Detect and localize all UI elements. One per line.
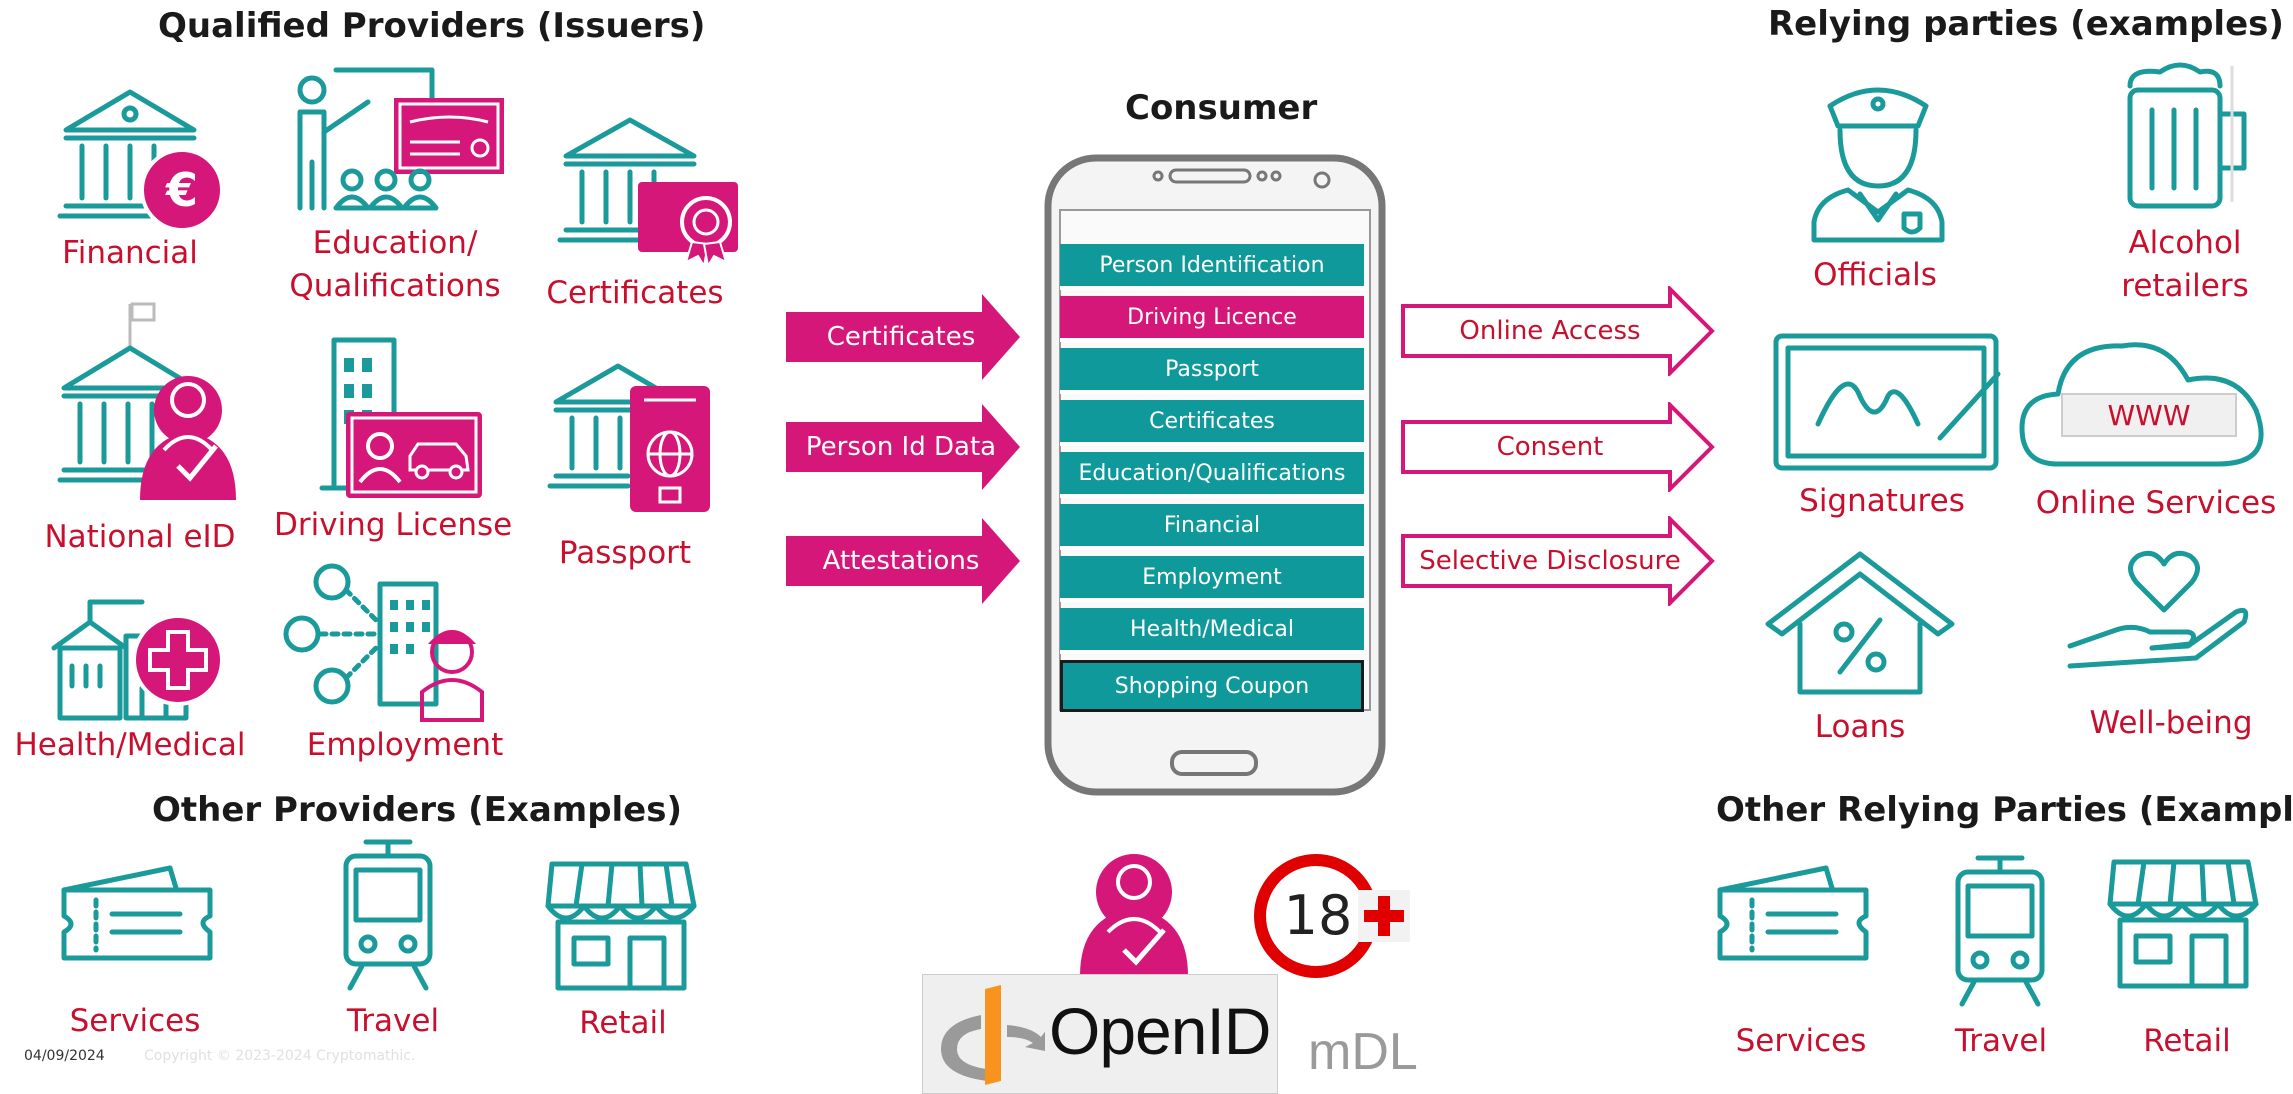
openid-text: OpenID	[1049, 994, 1271, 1068]
signature-pad-icon	[1773, 333, 2001, 471]
consent-label: Consent	[1496, 432, 1604, 462]
certificates-input-arrow: Certificates	[786, 294, 1020, 380]
certificates-label: Certificates	[546, 275, 724, 311]
relying-train-icon	[1955, 855, 2045, 1007]
national-eid-label: National eID	[44, 519, 236, 555]
openid-mark-icon	[941, 985, 1045, 1085]
phone-item-education[interactable]: Education/Qualifications	[1060, 452, 1364, 498]
phone-item-person-identification[interactable]: Person Identification	[1060, 244, 1364, 290]
ticket-icon	[61, 865, 213, 961]
teacher-board-icon	[297, 67, 504, 211]
consent-output-arrow: Consent	[1400, 402, 1716, 492]
phone-item-employment[interactable]: Employment	[1060, 556, 1364, 602]
alcohol-label: Alcohol retailers	[2121, 225, 2249, 305]
attestations-input-arrow: Attestations	[786, 518, 1020, 604]
phone-item-passport[interactable]: Passport	[1060, 348, 1364, 394]
bank-euro-icon: €	[57, 89, 224, 232]
openid-logo: OpenID	[922, 974, 1278, 1094]
online-services-label: Online Services	[2035, 485, 2277, 521]
mdl-label: mDL	[1308, 1023, 1418, 1081]
footer-copyright: Copyright © 2023-2024 Cryptomathic.	[144, 1048, 416, 1064]
building-licence-icon	[319, 337, 482, 498]
bank-eid-icon	[57, 302, 236, 500]
other-relying-heading: Other Relying Parties (Examples)	[1716, 790, 2293, 830]
loans-label: Loans	[1814, 709, 1906, 745]
driving-license-label: Driving License	[274, 507, 513, 543]
issuers-heading: Qualified Providers (Issuers)	[158, 6, 706, 46]
relying-parties-heading: Relying parties (examples)	[1768, 4, 2284, 44]
bank-certificate-icon	[557, 117, 738, 269]
relying-retail-label: Retail	[2143, 1023, 2231, 1059]
beer-mug-icon	[2127, 62, 2247, 209]
passport-label: Passport	[558, 535, 692, 571]
house-loan-icon	[1765, 551, 1955, 695]
selective-disclosure-label: Selective Disclosure	[1419, 546, 1681, 576]
relying-ticket-icon	[1717, 865, 1869, 961]
phone-item-health[interactable]: Health/Medical	[1060, 608, 1364, 654]
employment-label: Employment	[306, 727, 504, 763]
person-check-icon	[1080, 854, 1188, 976]
other-travel-label: Travel	[346, 1003, 440, 1039]
employment-network-icon	[283, 563, 484, 722]
www-label: WWW	[2107, 398, 2191, 432]
education-label: Education/ Qualifications	[289, 225, 501, 305]
person-id-input-arrow: Person Id Data	[786, 404, 1020, 490]
footer-date: 04/09/2024	[24, 1048, 105, 1064]
age-18-plus-icon	[1254, 854, 1410, 978]
train-icon	[343, 839, 433, 991]
certificates-input-label: Certificates	[826, 322, 976, 352]
person-id-input-label: Person Id Data	[805, 432, 997, 462]
hospital-cross-icon	[51, 599, 224, 721]
hand-heart-icon	[2067, 550, 2249, 669]
attestations-input-label: Attestations	[822, 546, 980, 576]
consumer-heading: Consumer	[1125, 88, 1318, 128]
phone-item-shopping-coupon[interactable]: Shopping Coupon	[1060, 660, 1364, 712]
online-access-output-arrow: Online Access	[1400, 286, 1716, 376]
other-retail-label: Retail	[579, 1005, 667, 1041]
phone-item-certificates[interactable]: Certificates	[1060, 400, 1364, 446]
signatures-label: Signatures	[1799, 483, 1965, 519]
phone-item-driving-licence[interactable]: Driving Licence	[1060, 296, 1364, 342]
relying-services-label: Services	[1735, 1023, 1867, 1059]
police-officer-icon	[1811, 87, 1945, 243]
phone-item-financial[interactable]: Financial	[1060, 504, 1364, 550]
selective-disclosure-output-arrow: Selective Disclosure	[1400, 516, 1716, 606]
other-services-label: Services	[69, 1003, 201, 1039]
officials-label: Officials	[1813, 257, 1937, 293]
online-access-label: Online Access	[1459, 316, 1641, 346]
relying-shop-icon	[2107, 859, 2259, 989]
wellbeing-label: Well-being	[2089, 705, 2253, 741]
svg-text:€: €	[165, 163, 198, 217]
relying-travel-label: Travel	[1954, 1023, 2048, 1059]
age-18-label: 18	[1283, 884, 1353, 947]
bank-passport-icon	[547, 363, 710, 512]
other-providers-heading: Other Providers (Examples)	[152, 790, 683, 830]
cloud-www-icon	[2019, 342, 2264, 467]
health-label: Health/Medical	[14, 727, 246, 763]
financial-label: Financial	[62, 235, 198, 271]
shop-icon	[545, 861, 697, 991]
